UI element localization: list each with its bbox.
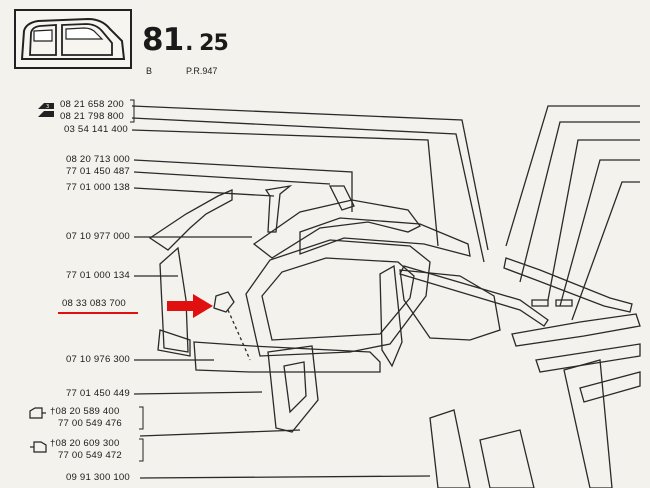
bracket xyxy=(139,438,144,462)
svg-text:3: 3 xyxy=(46,104,49,110)
pr-code: P.R.947 xyxy=(186,66,218,76)
door-left-icon xyxy=(29,407,46,419)
section-main: 81 xyxy=(142,22,184,58)
part-number-highlighted: 08 33 083 700 xyxy=(62,298,126,309)
door-right-icon xyxy=(30,441,47,453)
highlight-underline xyxy=(58,312,138,314)
part-number: 77 01 000 134 xyxy=(66,270,130,281)
part-number: 07 10 976 300 xyxy=(66,354,130,365)
part-number: 08 21 658 200 xyxy=(60,99,124,110)
part-number: 77 01 450 487 xyxy=(66,166,130,177)
part-number: 07 10 977 000 xyxy=(66,231,130,242)
door-left-icon: 3 xyxy=(38,103,54,117)
bracket xyxy=(139,406,144,430)
part-number: 77 01 000 138 xyxy=(66,182,130,193)
part-number: 08 21 798 800 xyxy=(60,111,124,122)
part-number: 03 54 141 400 xyxy=(64,124,128,135)
part-number: 77 00 549 476 xyxy=(58,418,122,429)
section-sub: . 25 xyxy=(185,31,229,56)
part-number: 77 01 450 449 xyxy=(66,388,130,399)
car-thumbnail-icon xyxy=(14,9,132,69)
bracket xyxy=(130,99,135,123)
section-number: 81. 25 xyxy=(142,22,229,58)
part-number: †08 20 609 300 xyxy=(50,438,120,449)
part-number: 77 00 549 472 xyxy=(58,450,122,461)
part-number: 08 20 713 000 xyxy=(66,154,130,165)
part-number: †08 20 589 400 xyxy=(50,406,120,417)
part-number: 09 91 300 100 xyxy=(66,472,130,483)
sub-letter: B xyxy=(146,66,153,76)
red-arrow-icon xyxy=(167,294,213,318)
